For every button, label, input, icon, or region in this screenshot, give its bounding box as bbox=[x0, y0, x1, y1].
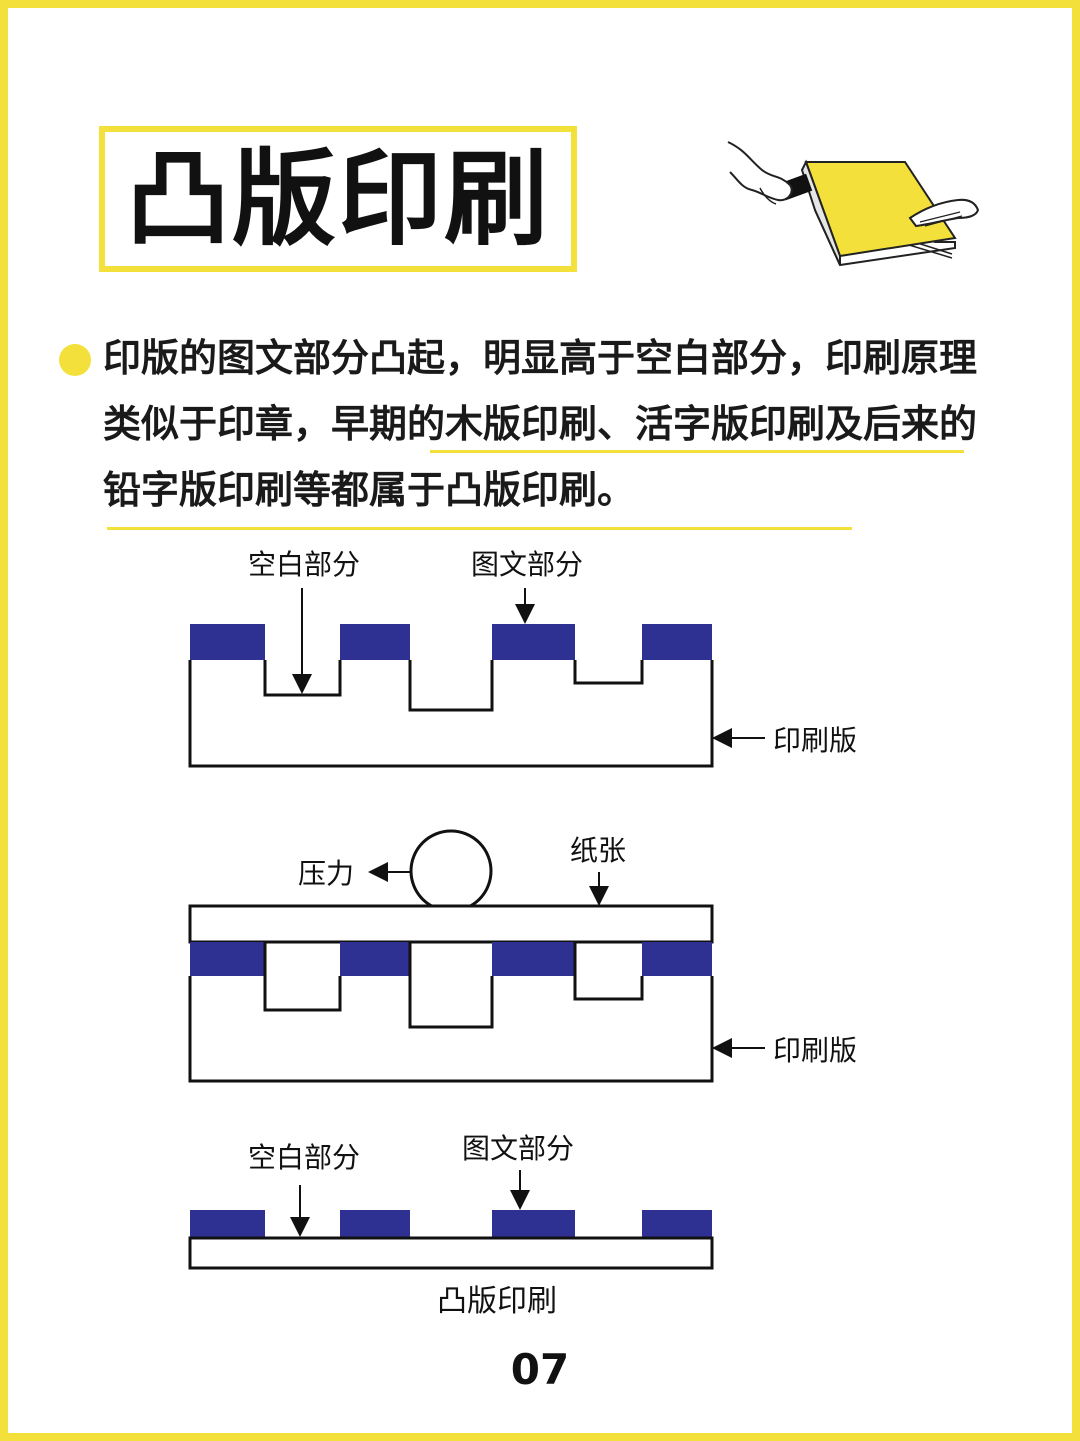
ink-block bbox=[492, 942, 575, 976]
ink-block bbox=[642, 1210, 712, 1238]
label-plate: 印刷版 bbox=[773, 1034, 857, 1067]
page-number: 07 bbox=[510, 1345, 570, 1394]
roller bbox=[409, 829, 493, 913]
diagram-press: 压力 纸张 印刷版 bbox=[188, 829, 857, 1083]
description-paragraph: 印版的图文部分凸起，明显高于空白部分，印刷原理类似于印章，早期的木版印刷、活字版… bbox=[103, 336, 978, 512]
ink-block bbox=[492, 624, 575, 660]
label-image: 图文部分 bbox=[462, 1132, 574, 1165]
label-blank: 空白部分 bbox=[248, 548, 360, 581]
label-blank: 空白部分 bbox=[248, 1141, 360, 1174]
plate-outline bbox=[188, 976, 714, 1083]
highlight-underline-1 bbox=[430, 450, 964, 453]
diagram-result: 空白部分 图文部分 凸版印刷 bbox=[188, 1132, 714, 1319]
title-box: 凸版印刷 bbox=[99, 126, 577, 272]
ink-block bbox=[642, 624, 712, 660]
diagram-plate: 空白部分 图文部分 印刷版 bbox=[188, 548, 857, 768]
groove bbox=[263, 942, 342, 1012]
diagram-caption: 凸版印刷 bbox=[437, 1284, 557, 1319]
groove bbox=[573, 660, 644, 685]
label-paper: 纸张 bbox=[570, 834, 626, 867]
page-title: 凸版印刷 bbox=[125, 138, 550, 260]
ink-block bbox=[492, 1210, 575, 1238]
hand-inking-book-icon bbox=[727, 141, 980, 267]
bullet-dot bbox=[59, 344, 91, 376]
highlight-underline-2 bbox=[107, 527, 852, 530]
plate-outline bbox=[188, 660, 714, 768]
ink-block bbox=[190, 624, 265, 660]
ink-block bbox=[190, 1210, 265, 1238]
ink-block bbox=[340, 1210, 410, 1238]
ink-block bbox=[340, 624, 410, 660]
paper-sheet bbox=[188, 904, 714, 944]
groove bbox=[263, 660, 342, 697]
ink-block bbox=[190, 942, 265, 976]
groove bbox=[408, 942, 494, 1029]
ink-block bbox=[340, 942, 410, 976]
ink-block bbox=[642, 942, 712, 976]
label-pressure: 压力 bbox=[298, 857, 354, 890]
label-plate: 印刷版 bbox=[773, 724, 857, 757]
groove bbox=[573, 942, 644, 1001]
label-image: 图文部分 bbox=[471, 548, 583, 581]
printed-paper bbox=[188, 1236, 714, 1270]
groove bbox=[408, 660, 494, 712]
